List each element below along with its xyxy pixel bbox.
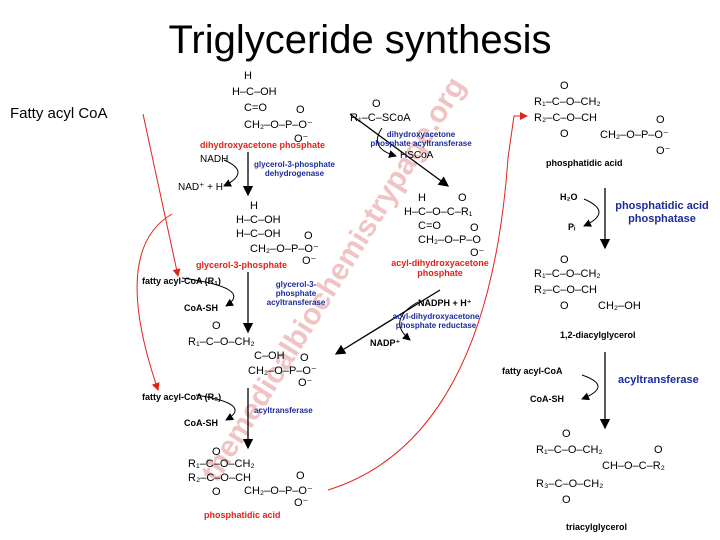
- pa-right-line-2: R₁–C–O–CH₂: [534, 96, 601, 108]
- adhap-phosphate-o: O: [470, 222, 479, 234]
- red-arrow-fa1: [142, 113, 181, 277]
- adhap-h: H: [418, 192, 426, 204]
- enzyme-g3p-dehydrogenase: glycerol-3-phosphate dehydrogenase: [254, 160, 335, 178]
- dag-o-top: O: [560, 254, 569, 266]
- coa-sh-right: CoA-SH: [530, 394, 564, 404]
- pa-left-o-top: O: [212, 446, 221, 458]
- curve-nadph: [399, 301, 419, 341]
- dhap-line-2: H–C–OH: [232, 86, 277, 98]
- curve-nadh: [223, 159, 239, 187]
- dag-line-2: R₁–C–O–CH₂: [534, 268, 601, 280]
- dhap-h: H: [244, 70, 252, 82]
- curve-fa2: [195, 394, 236, 421]
- adhap-o: O: [458, 192, 467, 204]
- arrow-adhap-to-lpa: [334, 289, 441, 355]
- enzyme-g3p-acyltransferase: glycerol-3-phosphate acyltransferase: [266, 280, 326, 307]
- pa-left-name: phosphatidic acid: [204, 510, 281, 520]
- g3p-h: H: [250, 200, 258, 212]
- enzyme-acyltransferase-right: acyltransferase: [618, 374, 699, 386]
- coa-sh-2: CoA-SH: [184, 418, 218, 428]
- dag-o-bottom: O: [560, 300, 569, 312]
- red-arrow-fa2: [136, 213, 173, 391]
- lpa-line-2: R₁–C–O–CH₂: [188, 336, 255, 348]
- g3p-line-3: H–C–OH: [236, 228, 281, 240]
- pa-right-line-4: CH₂–O–P–O⁻: [600, 129, 669, 141]
- enzyme-acyltransferase-left: acyltransferase: [254, 406, 313, 415]
- lpa-phosphate-o: O: [300, 352, 309, 364]
- arrow-dhap-to-adhap: [349, 113, 450, 187]
- dag-name: 1,2-diacylglycerol: [560, 330, 636, 340]
- fatty-acyl-coa-r1: fatty acyl-CoA (R₁): [142, 276, 221, 286]
- pa-left-line-4: CH₂–O–P–O⁻: [244, 485, 313, 497]
- g3p-phosphate-o: O: [304, 230, 313, 242]
- dhap-phosphate-o-minus: O⁻: [294, 133, 309, 145]
- nad-label: NAD⁺ + H⁺: [178, 182, 229, 193]
- coa-sh-1: CoA-SH: [184, 303, 218, 313]
- nadph-label: NADPH + H⁺: [418, 298, 472, 308]
- g3p-line-4: CH₂–O–P–O⁻: [250, 243, 319, 255]
- pa-right-name: phosphatidic acid: [546, 158, 623, 168]
- curve-h2o: [583, 198, 600, 227]
- h2o-label: H₂O: [560, 192, 578, 202]
- tag-line-3: CH–O–C–R₂: [602, 460, 665, 472]
- page-title: Triglyceride synthesis: [168, 18, 552, 62]
- tag-o-1: O: [562, 428, 571, 440]
- adhap-name: acyl-dihydroxyacetone phosphate: [391, 258, 489, 278]
- dhap-name: dihydroxyacetone phosphate: [200, 140, 326, 150]
- rcoa-o: O: [372, 98, 381, 110]
- fatty-acyl-coa-r2: fatty acyl-CoA (R₂): [142, 392, 222, 402]
- lpa-phosphate-o-minus: O⁻: [298, 377, 313, 389]
- pa-right-o-top: O: [560, 80, 569, 92]
- curve-rcoa: [376, 127, 397, 158]
- enzyme-pa-phosphatase: phosphatidic acid phosphatase: [615, 200, 709, 225]
- adhap-line-5: CH₂–O–P–O: [418, 234, 481, 246]
- dag-line-4: CH₂–OH: [598, 300, 641, 312]
- pa-left-phosphate-o-minus: O⁻: [294, 497, 309, 509]
- lpa-line-4: CH₂–O–P–O⁻: [248, 365, 317, 377]
- hscoa-label: HSCoA: [400, 150, 434, 161]
- adhap-phosphate-o-minus: O⁻: [470, 247, 485, 259]
- pa-left-phosphate-o: O: [296, 470, 305, 482]
- curve-fa1: [181, 277, 235, 307]
- pa-right-line-3: R₂–C–O–CH: [534, 112, 597, 124]
- lpa-line-3: C–OH: [254, 350, 285, 362]
- rcoa-label: R₁–C–SCoA: [350, 112, 411, 124]
- dhap-phosphate-o: O: [296, 104, 305, 116]
- nadp-label: NADP⁺: [370, 338, 401, 348]
- tag-o-3: O: [562, 494, 571, 506]
- tag-line-4: R₃–C–O–CH₂: [536, 478, 604, 490]
- dhap-line-3: C=O: [244, 102, 267, 114]
- curve-facoa: [581, 374, 599, 401]
- pa-left-line-2: R₁–C–O–CH₂: [188, 458, 255, 470]
- dag-line-3: R₂–C–O–CH: [534, 284, 597, 296]
- pa-right-o-bottom: O: [560, 128, 569, 140]
- dhap-line-4: CH₂–O–P–O⁻: [244, 119, 313, 131]
- adhap-line-4: C=O: [418, 220, 441, 232]
- side-label-fatty-acyl-coa: Fatty acyl CoA: [10, 105, 108, 122]
- red-link-pa: [327, 112, 528, 491]
- enzyme-dhap-acyltransferase: dihydroxyacetone phosphate acyltransfera…: [370, 130, 472, 148]
- lpa-o: O: [212, 320, 221, 332]
- fatty-acyl-coa-right: fatty acyl-CoA: [502, 366, 563, 376]
- g3p-phosphate-o-minus: O⁻: [302, 255, 317, 267]
- adhap-line-3: H–C–O–C–R₁: [404, 206, 473, 218]
- pa-left-o-bottom: O: [212, 486, 221, 498]
- tag-name: triacylglycerol: [566, 522, 628, 532]
- g3p-line-2: H–C–OH: [236, 214, 281, 226]
- tag-line-2: R₁–C–O–CH₂: [536, 444, 603, 456]
- nadh-label: NADH: [200, 154, 229, 165]
- tag-o-2: O: [654, 444, 663, 456]
- pa-right-phosphate-o: O: [656, 114, 665, 126]
- pa-right-phosphate-o-minus: O⁻: [656, 145, 671, 157]
- pa-left-line-3: R₂–C–O–CH: [188, 472, 251, 484]
- pi-label: Pᵢ: [568, 222, 576, 232]
- g3p-name: glycerol-3-phosphate: [196, 260, 288, 270]
- enzyme-adhap-reductase: acyl-dihydroxyacetone phosphate reductas…: [392, 312, 480, 330]
